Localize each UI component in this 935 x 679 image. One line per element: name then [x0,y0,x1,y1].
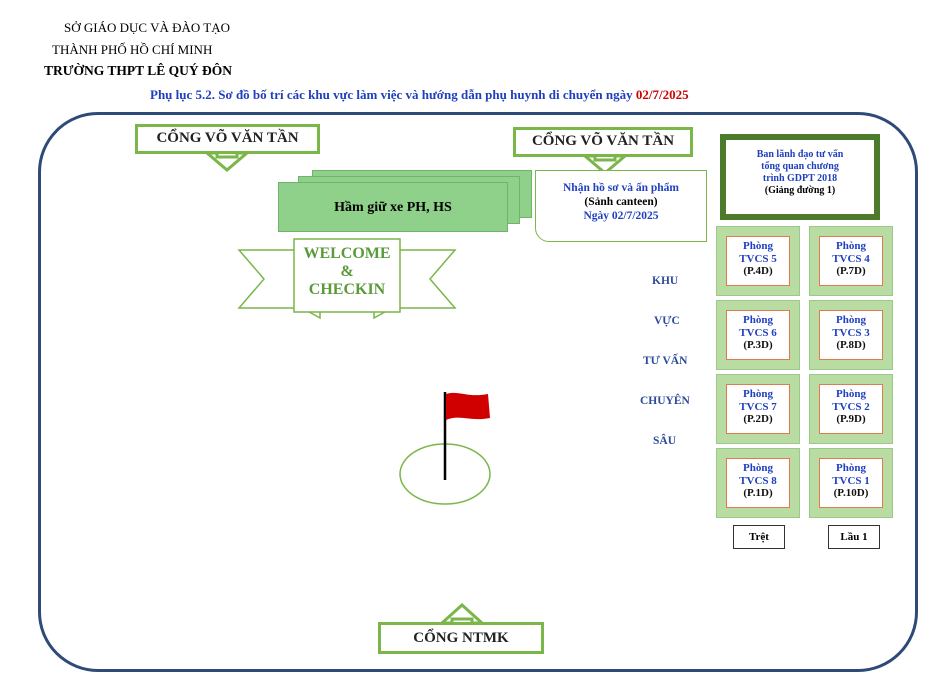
room-id: TVCS 2 [832,400,870,413]
room-name: Phòng [836,462,866,474]
room-code: (P.7D) [836,265,866,277]
leader-line3: trình GDPT 2018 [762,173,838,184]
intake-date: Ngày 02/7/2025 [583,210,659,222]
flag-icon [399,392,491,505]
zone-label: SÂU [653,435,677,447]
down-arrow-icon [206,152,249,172]
gate-vo-van-tan-left: CỔNG VÕ VĂN TẦN [135,124,320,154]
parking-garage: Hầm giữ xe PH, HS [278,182,508,232]
room-code: (P.9D) [836,413,866,425]
welcome-line2: & [340,263,354,280]
room-code: (P.3D) [743,339,773,351]
room-name: Phòng [743,314,773,326]
school-name: TRƯỜNG THPT LÊ QUÝ ĐÔN [44,63,233,78]
zone-label: TƯ VẤN [643,355,688,367]
intake-title: Nhận hồ sơ và ấn phẩm [563,182,679,194]
room-id: TVCS 3 [832,326,870,339]
leadership-advisory: Ban lãnh đạo tư vấn tổng quan chương trì… [720,134,880,220]
zone-label: CHUYÊN [640,395,690,407]
room-code: (P.2D) [743,413,773,425]
room-id: TVCS 8 [739,474,777,487]
room-name: Phòng [836,240,866,252]
floor-label-first: Lầu 1 [828,525,880,549]
floor-label-ground: Trệt [733,525,785,549]
title-text: Phụ lục 5.2. Sơ đồ bố trí các khu vực là… [150,87,636,102]
room-name: Phòng [743,462,773,474]
room-name: Phòng [743,240,773,252]
zone-label: VỰC [654,315,680,327]
welcome-ribbon-icon [237,238,457,320]
room-code: (P.4D) [743,265,773,277]
intake-location: (Sảnh canteen) [584,196,658,208]
room-id: TVCS 7 [739,400,777,413]
room-id: TVCS 5 [739,252,777,265]
leader-line1: Ban lãnh đạo tư vấn [756,149,844,160]
room-code: (P.8D) [836,339,866,351]
page-title: Phụ lục 5.2. Sơ đồ bố trí các khu vực là… [150,87,689,103]
leader-location: (Giảng đường 1) [764,185,836,196]
leader-line2: tổng quan chương [761,161,839,172]
department-name: SỞ GIÁO DỤC VÀ ĐÀO TẠO [64,20,230,35]
welcome-line3: CHECKIN [308,281,386,298]
campus-boundary [38,112,918,672]
room-id: TVCS 6 [739,326,777,339]
welcome-checkin-label: WELCOME & CHECKIN [294,245,400,299]
gate-ntmk: CỔNG NTMK [378,622,544,654]
room-name: Phòng [743,388,773,400]
room-id: TVCS 4 [832,252,870,265]
room-code: (P.10D) [833,487,869,499]
welcome-line1: WELCOME [303,245,391,262]
city-name: THÀNH PHỐ HỒ CHÍ MINH [52,42,213,57]
zone-label: KHU [652,275,679,287]
room-code: (P.1D) [743,487,773,499]
title-date: 02/7/2025 [635,87,689,102]
gate-vo-van-tan-right: CỔNG VÕ VĂN TẦN [513,127,693,157]
intake-desk: Nhận hồ sơ và ấn phẩm (Sảnh canteen) Ngà… [535,170,707,242]
room-name: Phòng [836,388,866,400]
room-name: Phòng [836,314,866,326]
room-id: TVCS 1 [832,474,870,487]
